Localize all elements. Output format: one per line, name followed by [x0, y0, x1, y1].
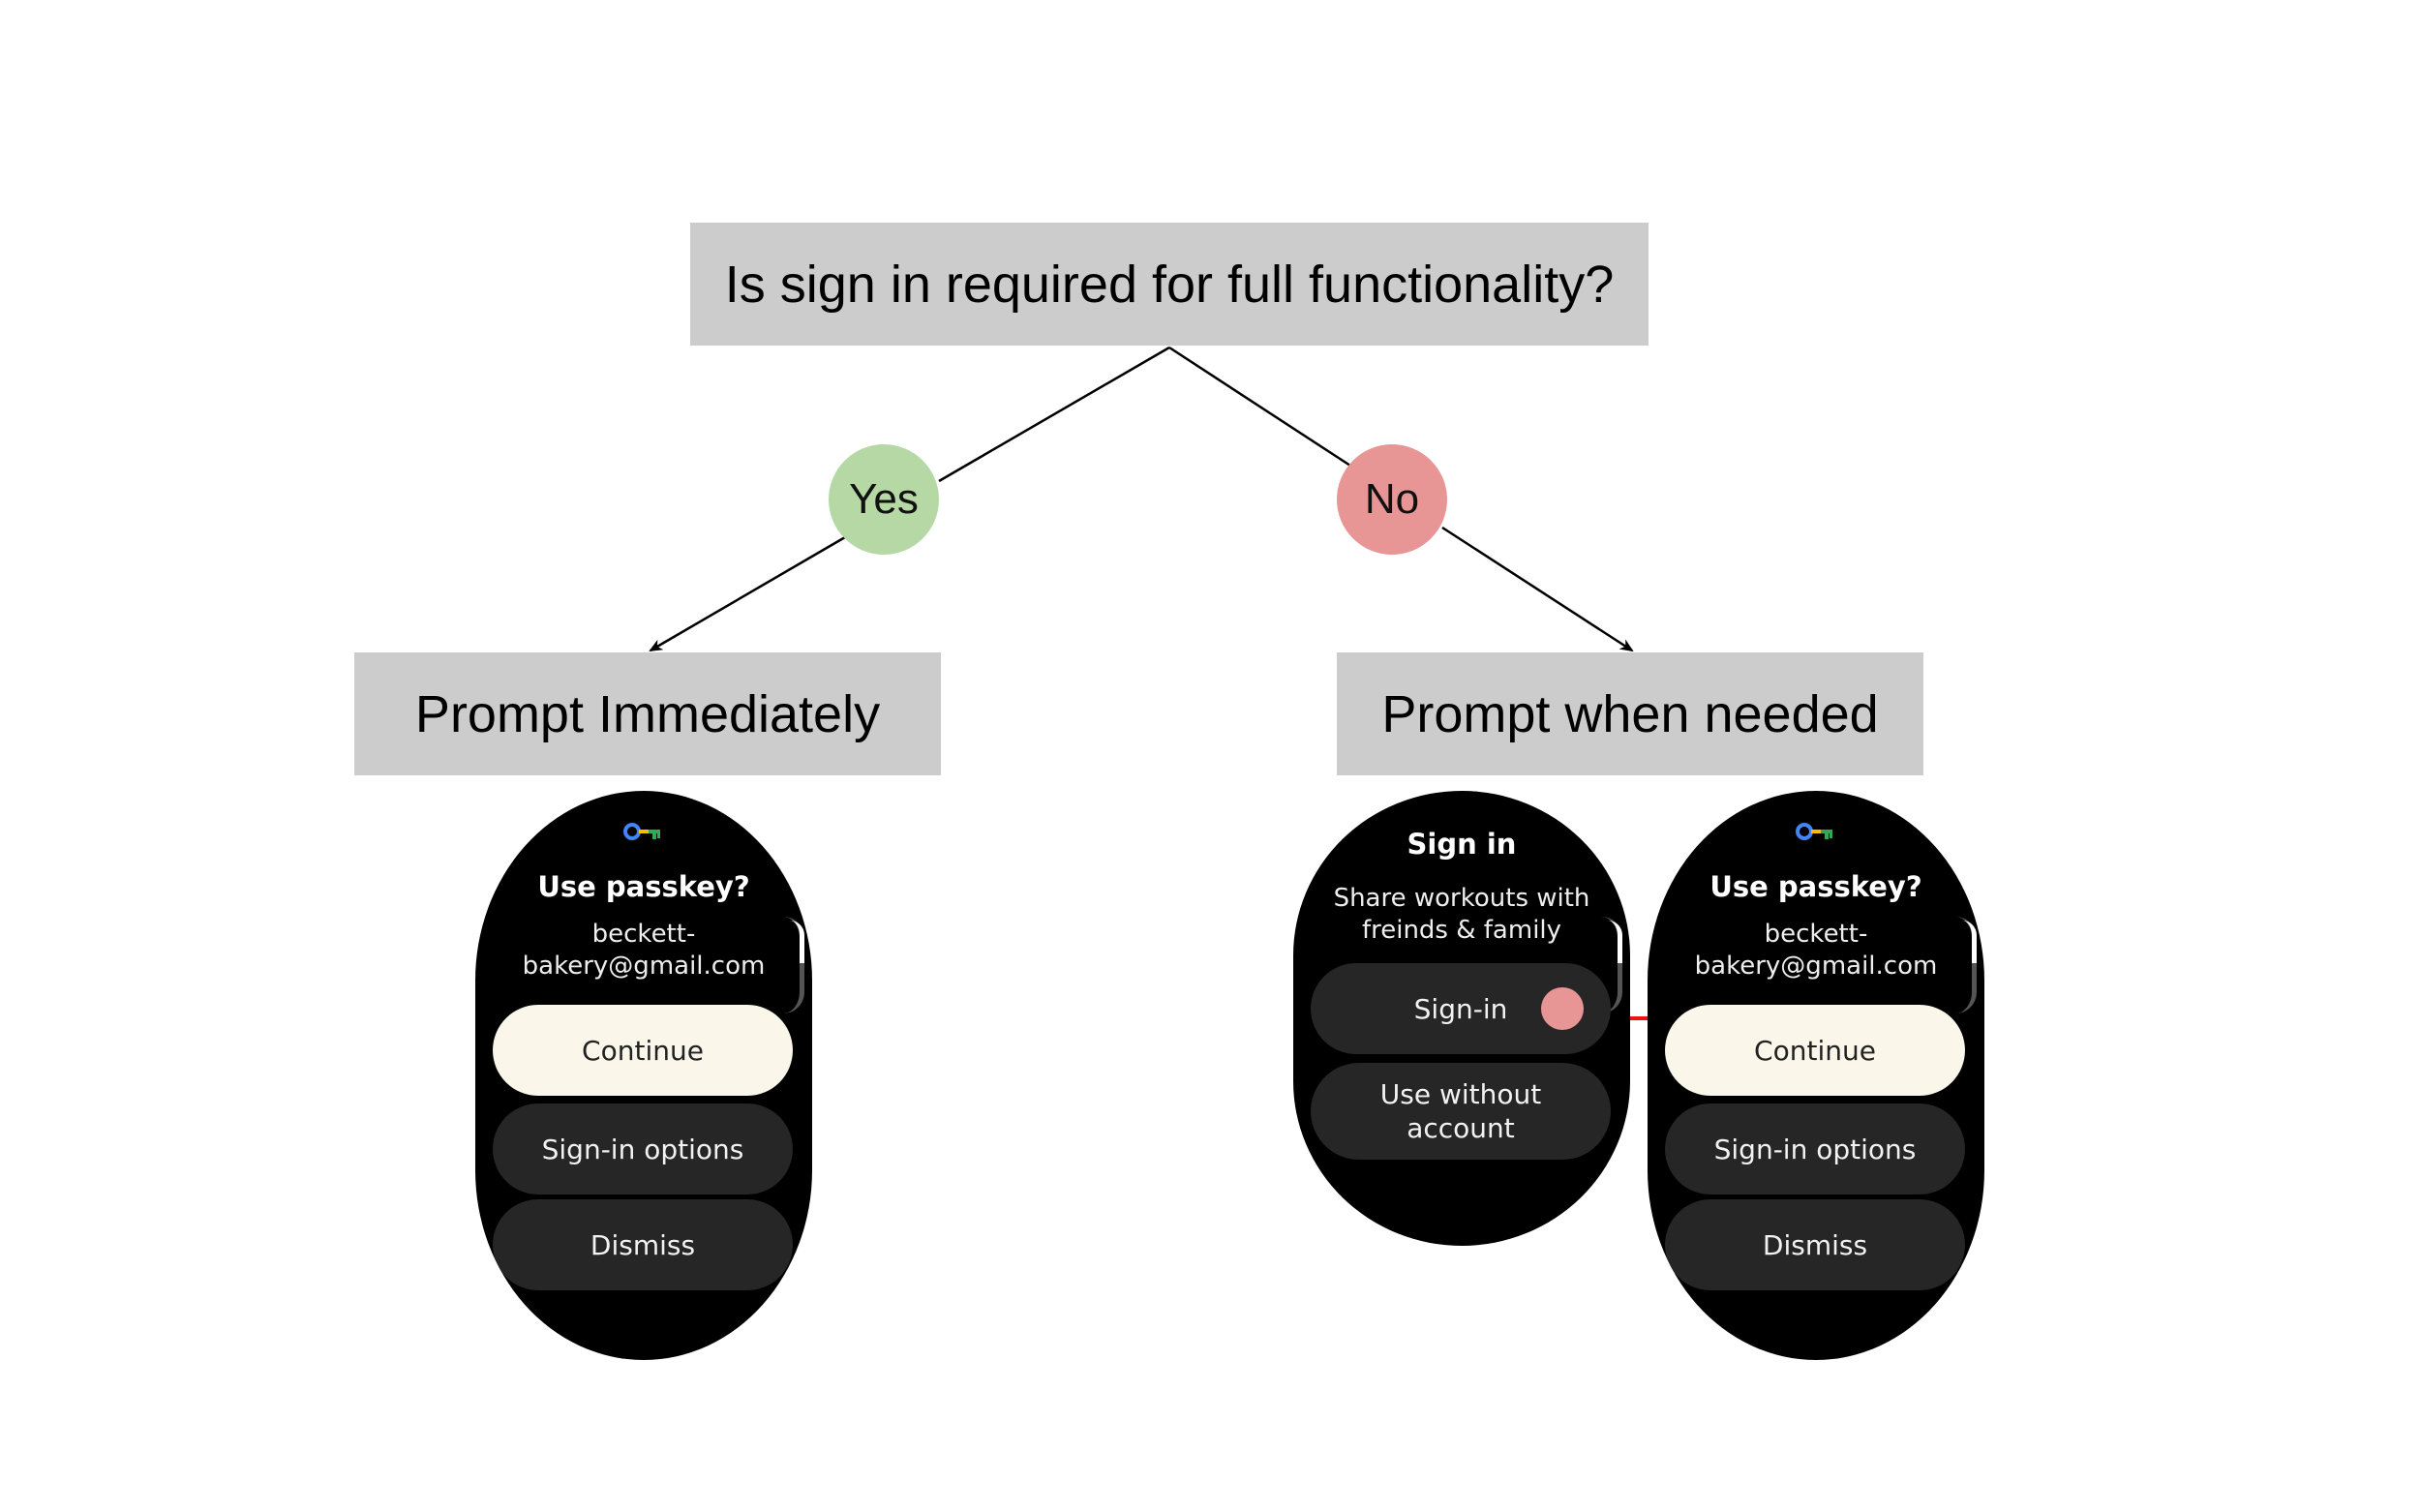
scroll-indicator[interactable] [1601, 917, 1622, 1013]
prompt-when-needed-box: Prompt when needed [1337, 652, 1923, 775]
passkey-title: Use passkey? [1709, 870, 1922, 903]
no-branch-bubble: No [1337, 444, 1447, 555]
no-label: No [1364, 475, 1420, 523]
continue-button[interactable]: Continue [1665, 1005, 1965, 1096]
continue-button[interactable]: Continue [493, 1005, 793, 1096]
passkey-title: Use passkey? [537, 870, 750, 903]
line-yes-to-prompt-immediately [649, 535, 846, 652]
decision-question-box: Is sign in required for full functionali… [690, 223, 1649, 346]
line-question-to-yes [938, 346, 1170, 483]
passkey-key-icon [1796, 823, 1832, 840]
prompt-when-needed-text: Prompt when needed [1381, 684, 1879, 743]
signin-options-button[interactable]: Sign-in options [1665, 1104, 1965, 1194]
watch-passkey-screen-immediate: Use passkey? beckett- bakery@gmail.com C… [475, 791, 812, 1360]
scroll-indicator[interactable] [783, 917, 804, 1013]
yes-branch-bubble: Yes [829, 444, 939, 555]
dismiss-button[interactable]: Dismiss [493, 1199, 793, 1290]
passkey-account-line2: bakery@gmail.com [1694, 952, 1938, 981]
use-without-line2: account [1407, 1112, 1515, 1144]
signin-subtitle-line1: Share workouts with [1333, 884, 1590, 913]
passkey-key-icon [623, 823, 660, 840]
dismiss-button[interactable]: Dismiss [1665, 1199, 1965, 1290]
yes-label: Yes [849, 475, 919, 523]
watch-passkey-screen-when-needed: Use passkey? beckett- bakery@gmail.com C… [1648, 791, 1984, 1360]
line-no-to-prompt-when-needed [1441, 526, 1634, 652]
scroll-indicator[interactable] [1955, 917, 1977, 1013]
decision-question-text: Is sign in required for full functionali… [724, 255, 1615, 314]
passkey-account-line1: beckett- [591, 920, 696, 949]
tap-indicator-icon [1541, 987, 1584, 1030]
signin-title: Sign in [1407, 828, 1517, 861]
signin-button-label: Sign-in [1413, 992, 1508, 1025]
prompt-immediately-box: Prompt Immediately [354, 652, 941, 775]
passkey-account-line1: beckett- [1764, 920, 1868, 949]
passkey-account-line2: bakery@gmail.com [522, 952, 766, 981]
watch-signin-screen: Sign in Share workouts with freinds & fa… [1293, 791, 1630, 1246]
signin-options-button[interactable]: Sign-in options [493, 1104, 793, 1194]
use-without-line1: Use without [1379, 1078, 1542, 1110]
line-question-to-no [1168, 346, 1351, 468]
signin-subtitle-line2: freinds & family [1361, 916, 1562, 945]
prompt-immediately-text: Prompt Immediately [414, 684, 881, 743]
